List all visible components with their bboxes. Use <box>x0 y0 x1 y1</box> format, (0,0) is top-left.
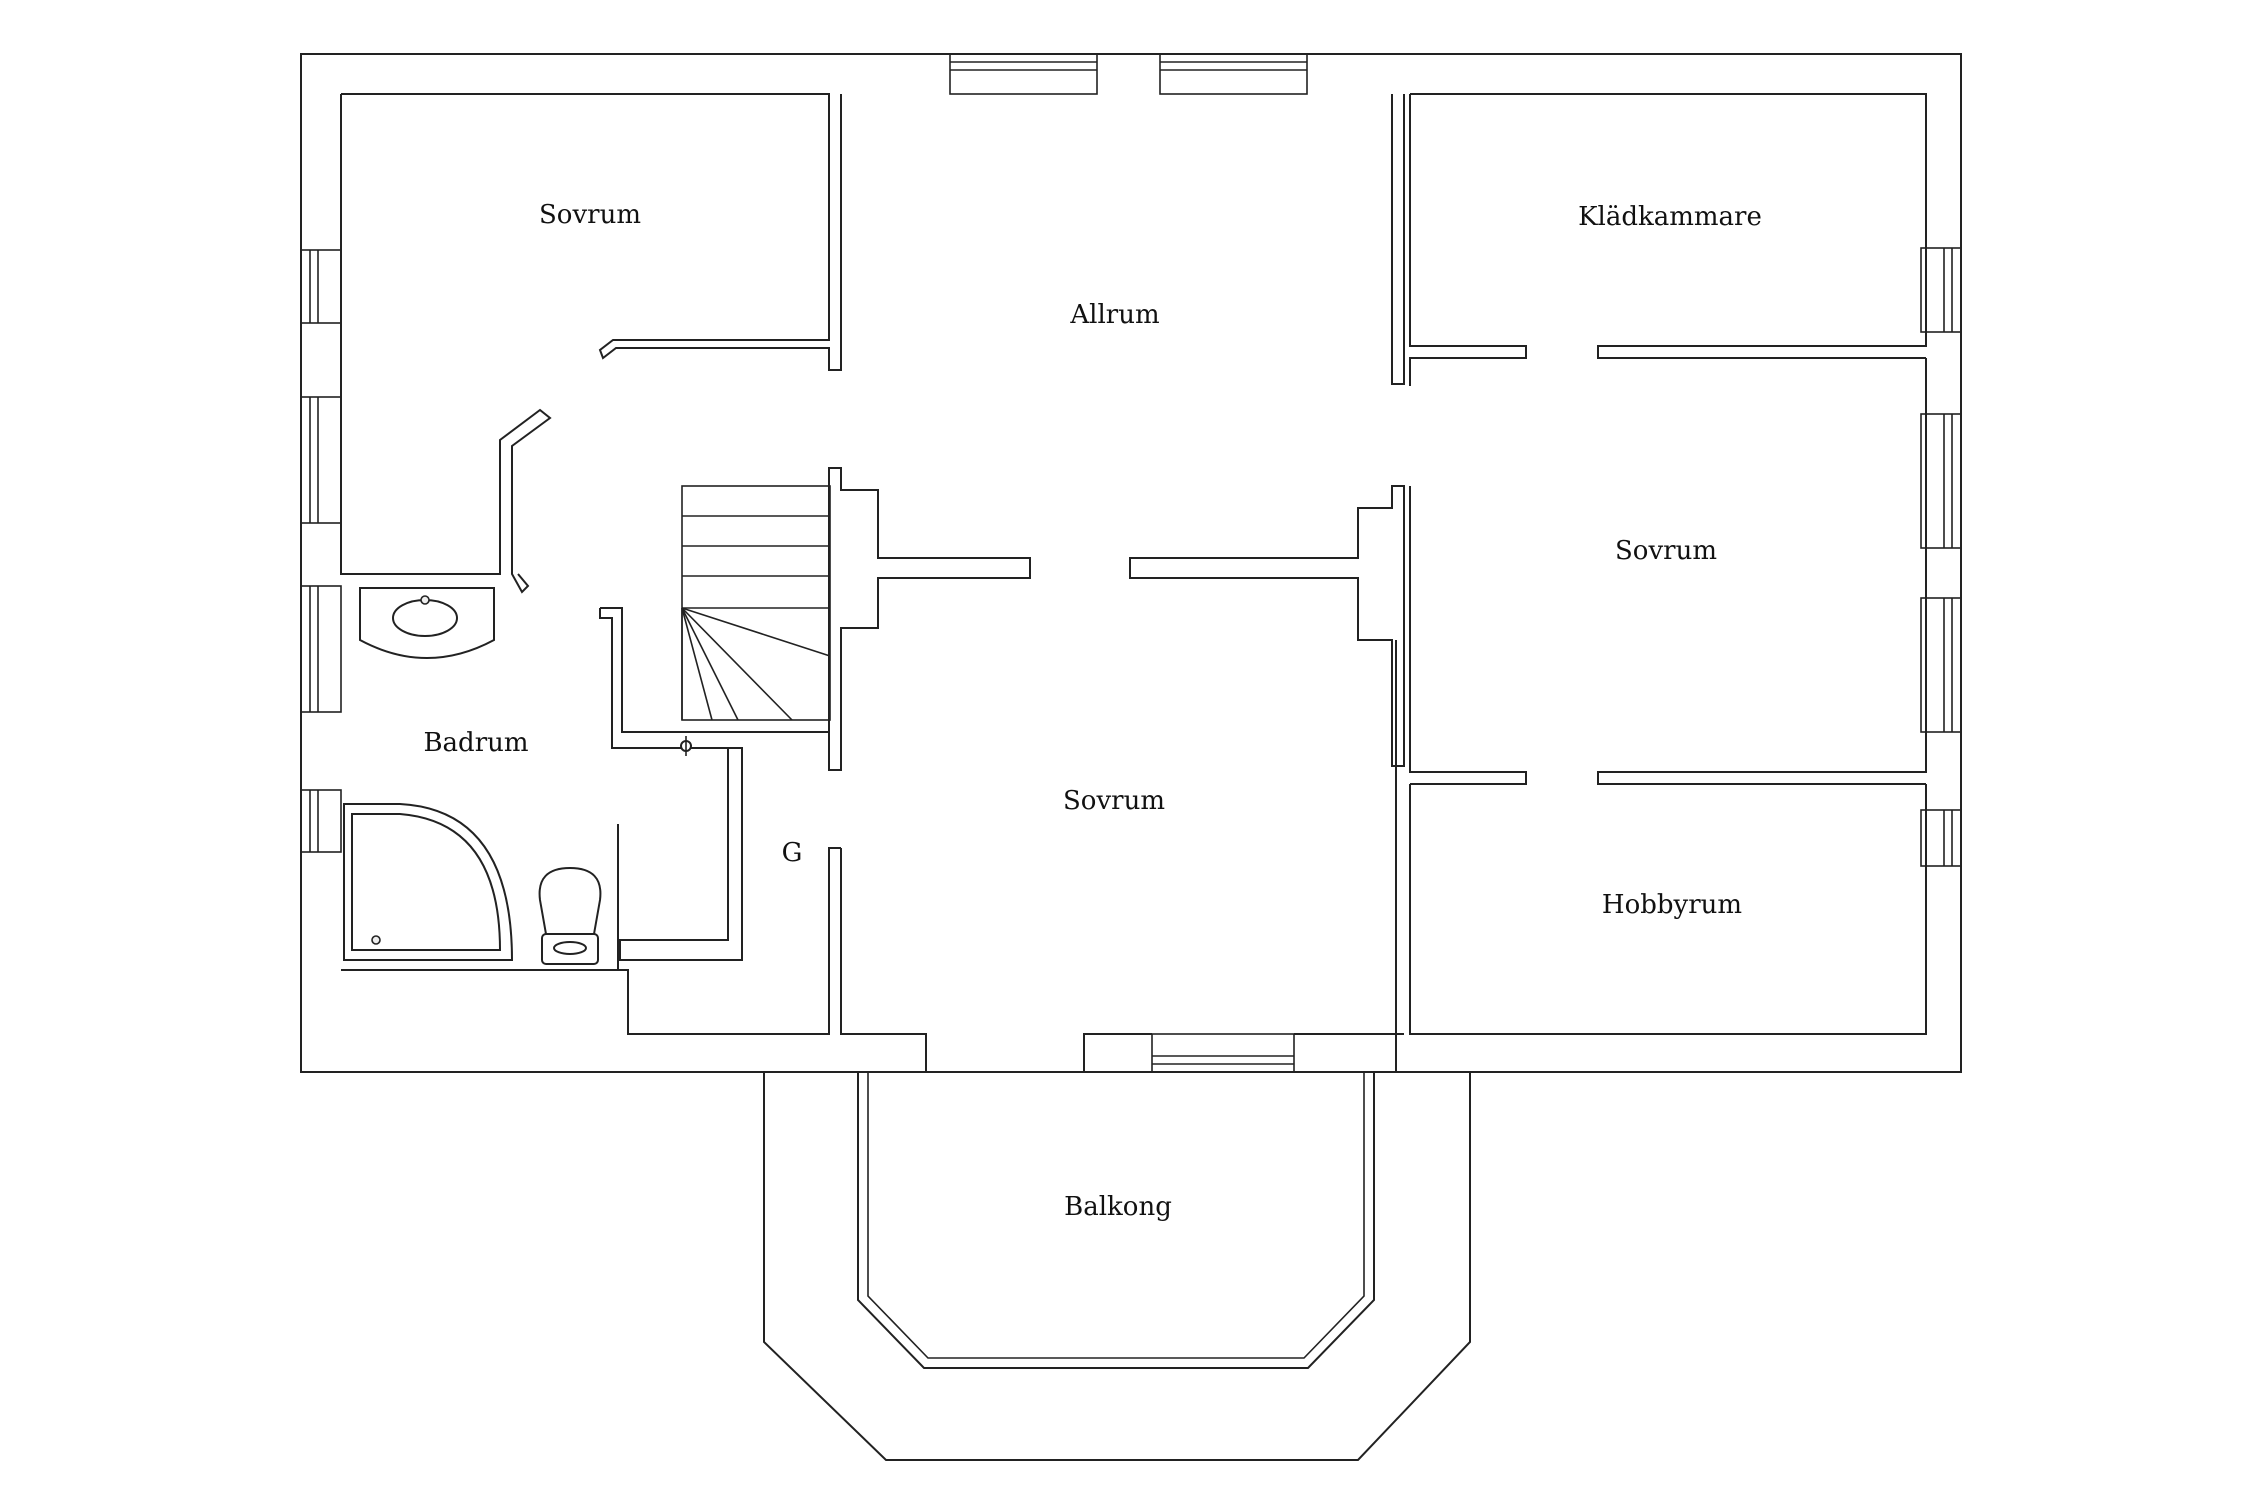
badrum-right-wall <box>617 824 841 1035</box>
window-right-2 <box>1920 413 1962 549</box>
label-g: G <box>782 838 803 868</box>
label-balkong: Balkong <box>1064 1192 1172 1222</box>
window-left-3 <box>300 585 342 713</box>
window-right-4 <box>1920 809 1962 867</box>
toilet <box>538 866 602 965</box>
hobbyrum-walls <box>1409 784 1927 1035</box>
window-right-1 <box>1920 247 1962 333</box>
label-sovrum-nw: Sovrum <box>539 200 641 230</box>
stair-enclosure <box>599 607 830 961</box>
label-sovrum-center: Sovrum <box>1063 786 1165 816</box>
kladkammare-inner <box>1409 94 1527 386</box>
sovrum-e-right <box>1597 358 1927 785</box>
kladkammare-walls <box>1410 93 1927 359</box>
sovrum-nw-walls <box>341 93 842 371</box>
balcony-outer <box>763 1072 1471 1461</box>
sovrum-e-walls <box>1409 486 1527 785</box>
outer-wall <box>300 53 1962 1073</box>
balcony-inner-2 <box>867 1072 1365 1359</box>
sink <box>359 587 495 659</box>
sovrum-nw-left-wall <box>340 94 552 594</box>
sovrum-center-bottom-right <box>1083 1033 1404 1072</box>
window-left-2 <box>300 396 342 524</box>
corner-bathtub <box>343 803 514 961</box>
stair <box>681 485 831 721</box>
window-top-left <box>949 53 1098 95</box>
window-top-right <box>1159 53 1308 95</box>
window-left-1 <box>300 249 342 324</box>
balcony-inner <box>857 1072 1375 1369</box>
label-sovrum-e: Sovrum <box>1615 536 1717 566</box>
label-badrum: Badrum <box>423 728 528 758</box>
window-left-4 <box>300 789 342 853</box>
sovrum-center-bottom-left <box>840 848 927 1072</box>
valve-fixture <box>680 736 692 756</box>
allrum-right-wall <box>1391 94 1405 385</box>
window-right-3 <box>1920 597 1962 733</box>
central-corridor-left <box>828 467 1031 771</box>
window-bottom <box>1151 1033 1295 1073</box>
label-hobbyrum: Hobbyrum <box>1602 890 1742 920</box>
label-allrum: Allrum <box>1069 300 1159 330</box>
central-corridor-right <box>1129 485 1405 767</box>
label-kladkammare: Klädkammare <box>1578 202 1762 232</box>
